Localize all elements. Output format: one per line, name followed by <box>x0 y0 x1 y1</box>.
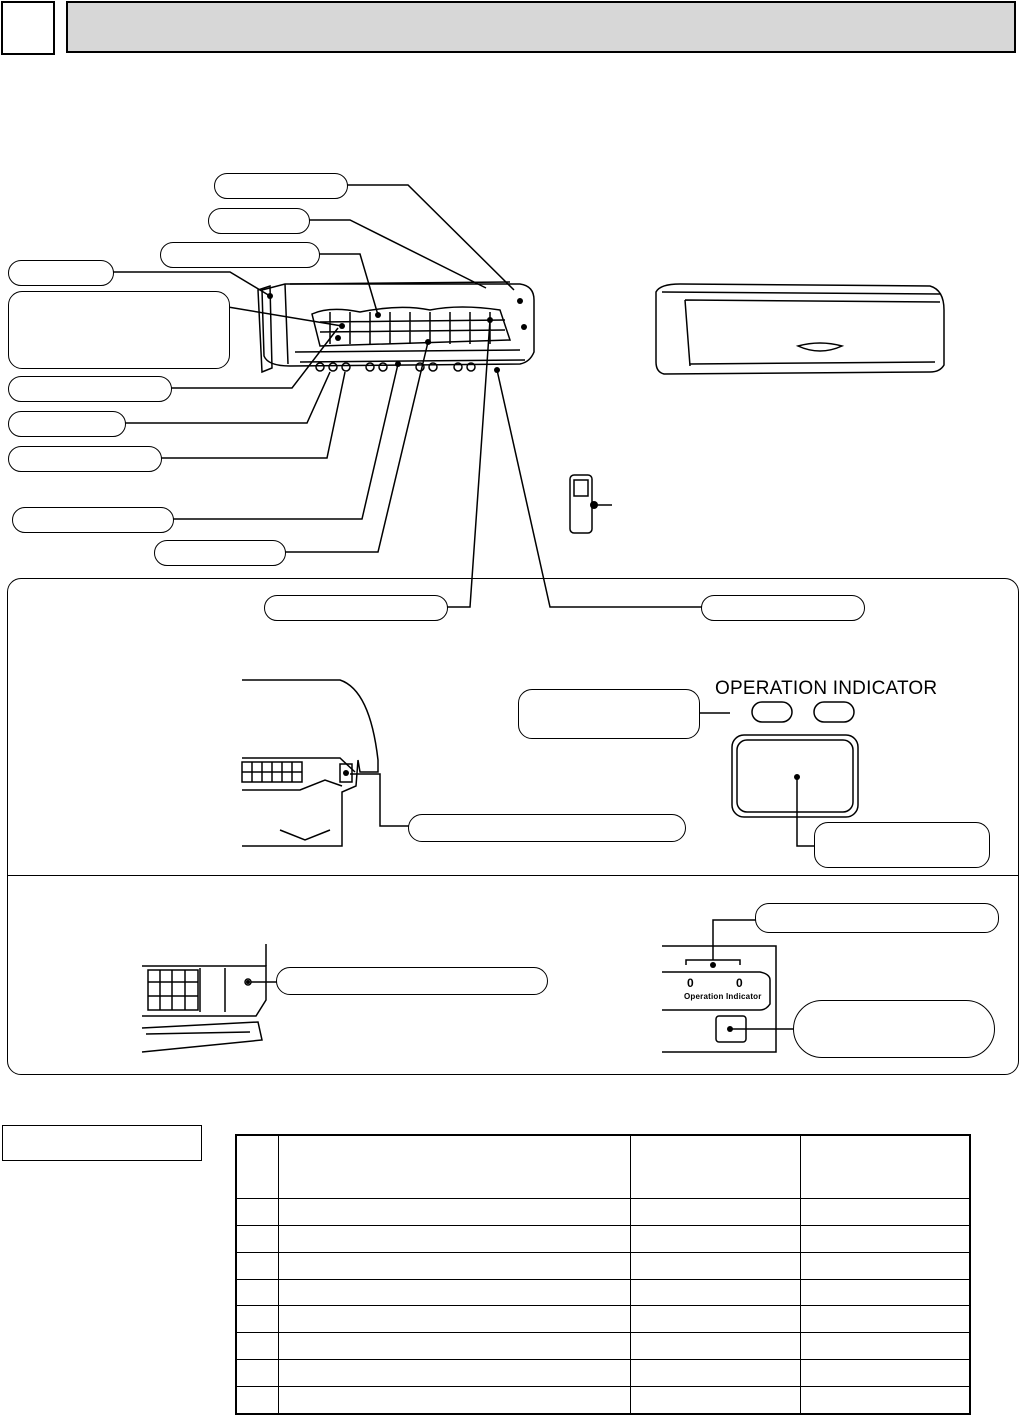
indicator-lamp-right-value: 0 <box>736 976 743 990</box>
table-cell <box>629 1386 801 1415</box>
callout-9 <box>12 507 174 533</box>
closed-indoor-unit <box>655 283 945 375</box>
unit-corner-closeup <box>242 679 379 847</box>
callout-7 <box>8 411 126 437</box>
table-cell <box>235 1224 279 1253</box>
table-cell <box>629 1359 801 1388</box>
spec-table <box>235 1134 971 1415</box>
table-row <box>235 1278 971 1307</box>
table-row <box>235 1224 971 1253</box>
table-cell <box>799 1198 971 1226</box>
table-row <box>235 1386 971 1415</box>
indoor-unit-side <box>257 284 273 374</box>
callout-18 <box>793 1000 995 1058</box>
spec-section-label <box>2 1125 202 1161</box>
callout-14 <box>408 814 686 842</box>
callout-5 <box>8 291 230 369</box>
table-row <box>235 1198 971 1226</box>
table-cell <box>629 1251 801 1280</box>
table-cell <box>235 1251 279 1280</box>
table-row <box>235 1305 971 1334</box>
receiver-window <box>731 734 859 818</box>
table-cell <box>235 1332 279 1361</box>
table-cell <box>277 1305 631 1334</box>
callout-3 <box>160 242 320 268</box>
table-cell <box>799 1386 971 1415</box>
callout-11 <box>264 595 448 621</box>
callout-2 <box>208 208 310 234</box>
unit-bottom-closeup <box>142 965 267 1017</box>
table-cell <box>235 1198 279 1226</box>
table-row <box>235 1332 971 1361</box>
callout-4 <box>8 260 114 286</box>
table-cell <box>235 1386 279 1415</box>
spec-table-header <box>235 1134 971 1199</box>
table-cell <box>277 1386 631 1415</box>
table-cell <box>799 1332 971 1361</box>
callout-10 <box>154 540 286 566</box>
table-cell <box>799 1305 971 1334</box>
spec-col-a <box>629 1134 801 1199</box>
indicator-lamp-right <box>813 701 855 723</box>
indoor-unit-body <box>261 283 535 367</box>
indicator-panel-outline <box>662 945 777 1053</box>
table-cell <box>235 1278 279 1307</box>
section-number-box <box>1 1 55 55</box>
indoor-unit-filter <box>311 306 512 347</box>
spec-col-no <box>235 1134 279 1199</box>
table-cell <box>629 1224 801 1253</box>
table-cell <box>629 1198 801 1226</box>
spec-col-part <box>277 1134 631 1199</box>
table-cell <box>629 1278 801 1307</box>
detail-panel <box>7 578 1019 1075</box>
table-cell <box>277 1278 631 1307</box>
callout-15 <box>814 822 990 868</box>
table-row <box>235 1359 971 1388</box>
table-cell <box>629 1305 801 1334</box>
indicator-panel-label: Operation Indicator <box>684 992 762 1001</box>
table-cell <box>799 1359 971 1388</box>
indicator-lamp-left-value: 0 <box>687 976 694 990</box>
callout-13 <box>518 689 700 739</box>
callout-1 <box>214 173 348 199</box>
table-row <box>235 1251 971 1280</box>
callout-8 <box>8 446 162 472</box>
spec-col-b <box>799 1134 971 1199</box>
indicator-lamp-left <box>751 701 793 723</box>
callout-17 <box>755 903 999 933</box>
table-cell <box>277 1359 631 1388</box>
section-title-bar <box>66 1 1016 53</box>
callout-6 <box>8 376 172 402</box>
operation-indicator-label: OPERATION INDICATOR <box>715 678 938 699</box>
table-cell <box>277 1332 631 1361</box>
table-cell <box>799 1251 971 1280</box>
table-cell <box>235 1305 279 1334</box>
callout-12 <box>701 595 865 621</box>
table-cell <box>799 1278 971 1307</box>
callout-16 <box>276 967 548 995</box>
table-cell <box>235 1359 279 1388</box>
table-cell <box>277 1198 631 1226</box>
table-cell <box>629 1332 801 1361</box>
table-cell <box>799 1224 971 1253</box>
panel-separator <box>8 875 1018 876</box>
table-cell <box>277 1251 631 1280</box>
table-cell <box>277 1224 631 1253</box>
